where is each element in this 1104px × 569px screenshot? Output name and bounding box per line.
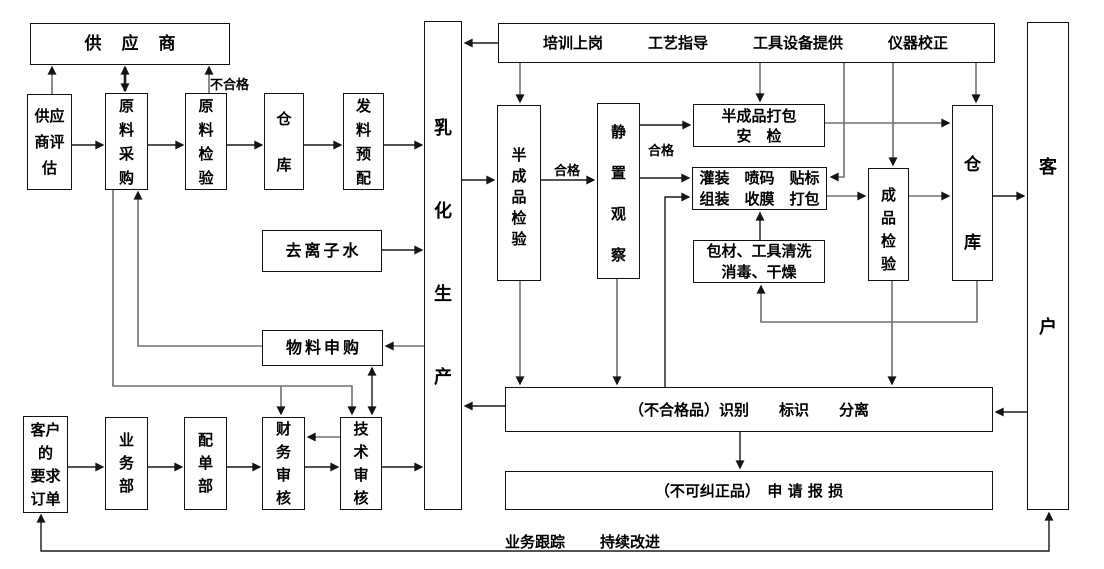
node-packmaterial-cleaning-label: 包材、工具清洗 消毒、干燥	[706, 241, 812, 281]
edge-training-to-filling	[829, 63, 845, 182]
node-uncorrectable-scrap: （不可纠正品） 申 请 报 损	[505, 471, 993, 510]
node-filling-packing: 灌装 喷码 贴标 组装 收膜 打包	[692, 167, 827, 210]
node-warehouse-out-label: 仓 库	[964, 155, 981, 253]
node-finance-review-label: 财 务 审 核	[275, 419, 291, 507]
node-standing-observation-label: 静 置 观 察	[610, 123, 626, 264]
node-material-requisition: 物料申购	[262, 330, 383, 366]
node-raw-purchase-label: 原 料 采 购	[118, 96, 134, 187]
node-warehouse-in-label: 仓 库	[276, 109, 292, 174]
label-unqualified: 不合格	[210, 78, 250, 93]
node-raw-purchase: 原 料 采 购	[105, 93, 148, 190]
edge-purchase-to-techreview	[112, 190, 357, 416]
node-standing-observation: 静 置 观 察	[597, 103, 640, 279]
label-qualified-2: 合格	[648, 144, 675, 159]
node-customer-order-label: 客户 的 要求 订单	[30, 420, 61, 508]
node-raw-inspect-label: 原 料 检 验	[198, 96, 214, 187]
node-tech-review: 技 术 审 核	[340, 417, 382, 510]
node-finished-inspect-label: 成 品 检 验	[880, 185, 896, 273]
node-semi-pack-security-label: 半成品打包 安 检	[721, 106, 797, 145]
node-uncorrectable-scrap-label: （不可纠正品） 申 请 报 损	[654, 481, 844, 500]
node-filling-packing-label: 灌装 喷码 贴标 组装 收膜 打包	[699, 168, 820, 208]
label-continuous-improvement: 持续改进	[600, 533, 661, 551]
node-customer-order: 客户 的 要求 订单	[23, 416, 68, 513]
training-item-3: 工具设备提供	[752, 34, 843, 52]
node-deionized-water-label: 去离子水	[285, 241, 362, 260]
node-raw-inspect: 原 料 检 验	[185, 93, 227, 190]
node-emulsify-production-bar: 乳 化 生 产	[424, 21, 462, 510]
node-supplier-label: 供应商	[84, 34, 196, 54]
node-supplier-eval: 供应 商评 估	[27, 94, 72, 190]
node-dispatch-premix: 发 料 预 配	[343, 93, 384, 190]
node-warehouse-out: 仓 库	[952, 105, 993, 281]
node-tech-review-label: 技 术 审 核	[353, 419, 369, 507]
edge-requisition-to-purchase	[133, 190, 262, 347]
node-dispatch-premix-label: 发 料 预 配	[355, 96, 371, 187]
node-semi-finished-inspect-label: 半 成 品 检 验	[511, 145, 527, 248]
node-packmaterial-cleaning: 包材、工具清洗 消毒、干燥	[693, 240, 825, 283]
node-semi-pack-security: 半成品打包 安 检	[693, 104, 825, 147]
node-nonconforming-handling-label: （不合格品）识别 标识 分离	[628, 400, 869, 419]
node-customer-bar: 客 户	[1027, 22, 1069, 510]
edge-feedback-loop	[36, 511, 1054, 552]
node-business-dept-label: 业 务 部	[118, 431, 134, 495]
node-order-dept-label: 配 单 部	[197, 431, 213, 495]
node-emulsify-production-label: 乳 化 生 产	[434, 117, 452, 388]
node-semi-finished-inspect: 半 成 品 检 验	[497, 105, 541, 281]
node-training-bar: 培训上岗 工艺指导 工具设备提供 仪器校正	[498, 23, 995, 63]
node-order-dept: 配 单 部	[184, 417, 227, 510]
training-item-1: 培训上岗	[543, 34, 604, 52]
node-warehouse-in: 仓 库	[264, 93, 304, 190]
node-material-requisition-label: 物料申购	[285, 338, 362, 357]
training-item-2: 工艺指导	[647, 34, 708, 52]
label-business-tracking: 业务跟踪	[505, 533, 566, 551]
node-business-dept: 业 务 部	[105, 417, 148, 510]
label-qualified-1: 合格	[554, 164, 581, 179]
node-deionized-water: 去离子水	[262, 230, 382, 272]
node-supplier-eval-label: 供应 商评 估	[34, 107, 65, 177]
node-nonconforming-handling: （不合格品）识别 标识 分离	[505, 387, 993, 432]
edge-warehouseout-to-packclean	[756, 281, 978, 323]
node-supplier: 供应商	[30, 23, 230, 65]
node-finished-inspect: 成 品 检 验	[868, 168, 909, 281]
edge-nonconforming-rework-to-filling	[664, 192, 691, 387]
training-item-4: 仪器校正	[887, 34, 948, 52]
node-customer-bar-label: 客 户	[1039, 157, 1057, 338]
node-finance-review: 财 务 审 核	[262, 417, 305, 510]
